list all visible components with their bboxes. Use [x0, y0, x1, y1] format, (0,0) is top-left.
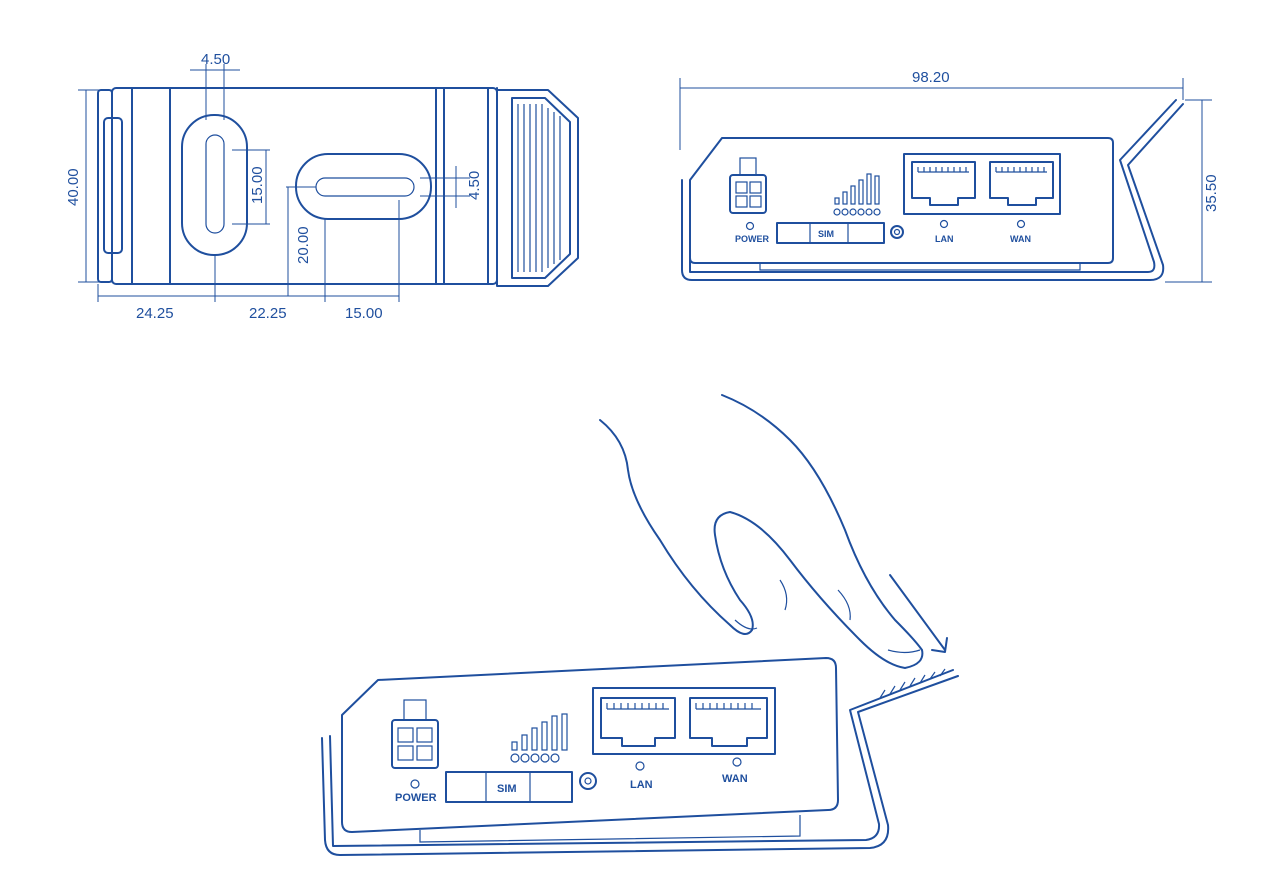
- dim-mid: 22.25: [249, 305, 287, 322]
- sim-tray: [776, 222, 885, 244]
- sim-label: SIM: [818, 229, 834, 239]
- dim-height-front: 35.50: [1203, 174, 1220, 212]
- lan-label: LAN: [935, 234, 954, 244]
- lan-port: LAN: [911, 161, 976, 244]
- wan-label-install: WAN: [722, 773, 748, 785]
- vertical-slot: [181, 114, 248, 256]
- dim-slot-length: 15.00: [249, 166, 266, 204]
- dim-height: 40.00: [65, 168, 82, 206]
- lan-port-install: LAN: [600, 697, 676, 791]
- hand: [599, 394, 924, 669]
- power-label-install: POWER: [395, 792, 437, 804]
- dim-left: 24.25: [136, 305, 174, 322]
- sim-tray-install: [445, 771, 573, 803]
- signal-leds: [833, 173, 881, 216]
- dim-slot-offset: 20.00: [295, 226, 312, 264]
- top-view: 4.50 40.00 15.00 20.00 4.50 24.25 22.25 …: [65, 51, 579, 322]
- sim-label-install: SIM: [497, 783, 517, 795]
- power-label: POWER: [735, 234, 770, 244]
- install-view: POWER SIM LAN: [321, 394, 959, 856]
- power-connector-install: [391, 719, 439, 769]
- lan-label-install: LAN: [630, 779, 653, 791]
- wan-port: WAN: [989, 161, 1054, 244]
- dim-right: 15.00: [345, 305, 383, 322]
- wan-port-install: WAN: [689, 697, 768, 785]
- dim-width: 98.20: [912, 69, 950, 86]
- dim-slot-width: 4.50: [201, 51, 230, 68]
- dim-slot2-width: 4.50: [466, 171, 483, 200]
- wan-label: WAN: [1010, 234, 1031, 244]
- front-view: 98.20 35.50 POWER SIM: [679, 69, 1220, 283]
- bracket-ribs: [517, 104, 561, 272]
- signal-leds-install: [510, 713, 568, 763]
